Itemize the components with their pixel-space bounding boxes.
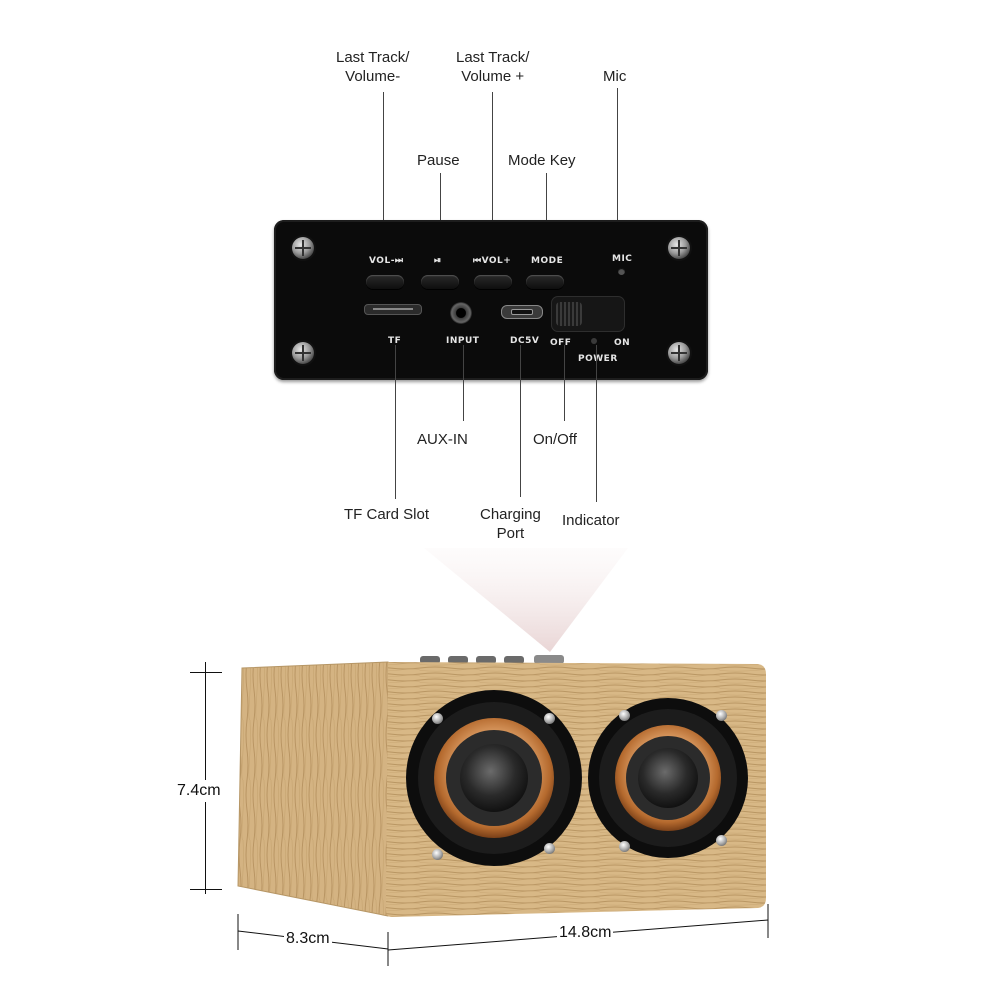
driver-screw-icon: [716, 710, 727, 721]
driver-screw-icon: [544, 713, 555, 724]
mic-hole-icon: [618, 268, 625, 275]
tf-card-slot[interactable]: [364, 304, 422, 315]
callout-last-track-volume-plus: Last Track/ Volume +: [456, 49, 530, 85]
screw-icon: [292, 237, 314, 259]
leader-line: [564, 345, 565, 421]
charging-port[interactable]: [501, 305, 543, 319]
vol-plus-button[interactable]: [474, 275, 512, 289]
driver-screw-icon: [716, 835, 727, 846]
driver-screw-icon: [619, 841, 630, 852]
height-dimension-tick: [190, 889, 222, 890]
indicator-light: [591, 338, 597, 344]
leader-line: [520, 345, 521, 497]
panel-label-mode: MODE: [531, 256, 564, 266]
panel-label-dc5v: DC5V: [510, 336, 540, 346]
panel-label-input: INPUT: [446, 336, 480, 346]
play-pause-button[interactable]: [421, 275, 459, 289]
panel-label-power: POWER: [578, 354, 618, 364]
mode-button[interactable]: [526, 275, 564, 289]
driver-screw-icon: [432, 713, 443, 724]
panel-label-vol-plus: ⏮VOL+: [473, 256, 512, 266]
callout-mode-key: Mode Key: [508, 152, 576, 169]
callout-on-off: On/Off: [533, 431, 577, 448]
power-switch-knob[interactable]: [556, 302, 582, 326]
leader-line: [463, 345, 464, 421]
screw-icon: [292, 342, 314, 364]
leader-line: [383, 92, 384, 254]
aux-in-port[interactable]: [450, 302, 472, 324]
leader-line: [617, 88, 618, 254]
driver-screw-icon: [544, 843, 555, 854]
screw-icon: [668, 237, 690, 259]
vol-minus-button[interactable]: [366, 275, 404, 289]
panel-label-play-pause: ⏯: [434, 256, 442, 266]
callout-pause: Pause: [417, 152, 460, 169]
callout-tf-card-slot: TF Card Slot: [344, 506, 430, 523]
height-dimension-tick: [190, 672, 222, 673]
depth-dimension-label: 8.3cm: [284, 930, 332, 948]
panel-label-mic: MIC: [612, 254, 633, 264]
panel-label-vol-minus: VOL-⏭: [369, 256, 404, 266]
width-dimension-label: 14.8cm: [557, 924, 614, 942]
leader-line: [596, 345, 597, 502]
driver-screw-icon: [619, 710, 630, 721]
leader-line: [440, 173, 441, 254]
height-dimension-line: [205, 662, 206, 894]
power-switch[interactable]: [551, 296, 625, 332]
panel-label-tf: TF: [388, 336, 402, 346]
leader-line: [395, 345, 396, 499]
driver-screw-icon: [432, 849, 443, 860]
panel-label-off: OFF: [550, 338, 572, 348]
callout-indicator: Indicator: [562, 512, 620, 529]
callout-aux-in: AUX-IN: [417, 431, 468, 448]
leader-line: [492, 92, 493, 254]
callout-charging-port: Charging Port: [480, 506, 541, 542]
leader-line: [546, 173, 547, 254]
callout-mic: Mic: [603, 68, 627, 85]
control-panel: VOL-⏭ ⏯ ⏮VOL+ MODE MIC TF INPUT DC5V OFF…: [274, 220, 708, 380]
panel-label-on: ON: [614, 338, 631, 348]
callout-last-track-volume-minus: Last Track/ Volume-: [336, 49, 410, 85]
height-dimension-label: 7.4cm: [177, 780, 221, 802]
screw-icon: [668, 342, 690, 364]
